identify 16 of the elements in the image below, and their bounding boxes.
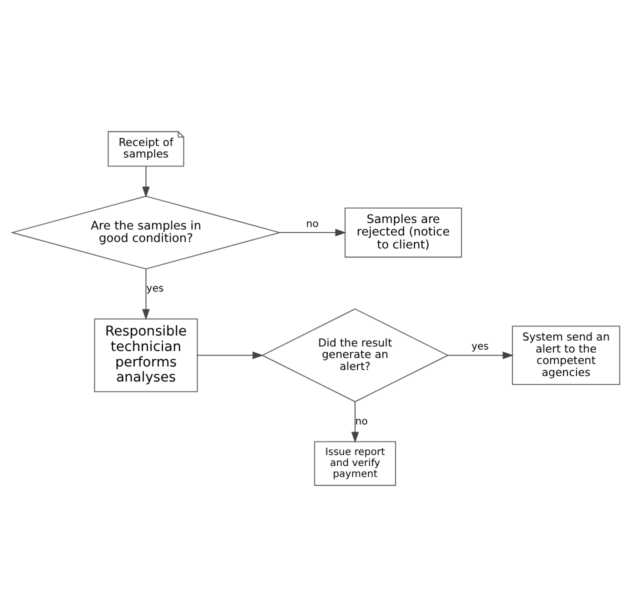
arrow (142, 165, 150, 198)
arrow (196, 351, 264, 359)
node-box: System send an alert to the competent agencies (512, 325, 620, 384)
edge-label: no (306, 218, 319, 230)
arrow (351, 401, 359, 442)
edge-label: yes (146, 282, 164, 294)
node-box: Issue report and verify payment (314, 440, 396, 486)
arrow (142, 268, 150, 320)
node-diamond: Are the samples in good condition? (10, 195, 282, 269)
node-box: Responsible technician performs analyses (94, 318, 198, 392)
node-diamond: Did the result generate an alert? (261, 308, 449, 402)
edge-label: yes (471, 341, 489, 352)
node-box: Samples are rejected (notice to client) (344, 207, 462, 258)
arrow (447, 351, 514, 359)
arrow (279, 228, 346, 236)
edge-label: no (355, 416, 368, 427)
